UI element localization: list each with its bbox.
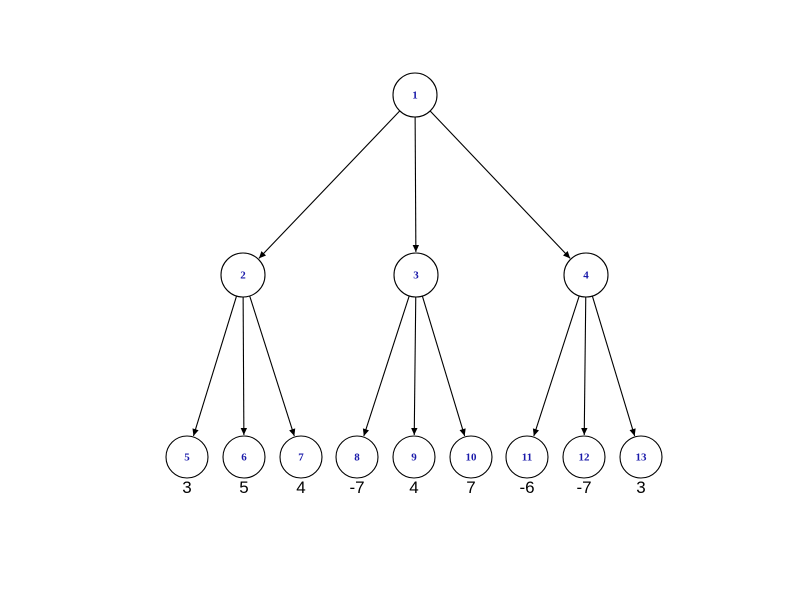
edge-line: [242, 296, 245, 436]
node-label: 2: [240, 270, 246, 282]
tree-edge: [192, 295, 238, 437]
tree-node-5[interactable]: 5: [165, 435, 209, 479]
node-circle[interactable]: [619, 435, 663, 479]
node-circle[interactable]: [393, 252, 439, 298]
node-circle[interactable]: [505, 435, 549, 479]
tree-edge: [581, 296, 588, 436]
leaf-value-8: -7: [349, 478, 364, 497]
node-circle[interactable]: [165, 435, 209, 479]
leaf-value-6: 5: [239, 478, 248, 497]
edge-arrowhead-icon: [258, 251, 267, 259]
node-label: 9: [411, 452, 417, 464]
node-circle[interactable]: [220, 252, 266, 298]
tree-edge: [362, 295, 410, 437]
leaf-value-12: -7: [576, 478, 591, 497]
leaf-value-7: 4: [296, 478, 305, 497]
edge-arrowhead-icon: [563, 251, 571, 259]
node-circle[interactable]: [392, 72, 438, 118]
edge-line: [591, 295, 636, 437]
leaf-value-13: 3: [636, 478, 645, 497]
tree-node-7[interactable]: 7: [279, 435, 323, 479]
tree-edge: [591, 295, 636, 437]
tree-node-10[interactable]: 10: [449, 435, 493, 479]
node-label: 6: [241, 452, 247, 464]
node-label: 13: [636, 452, 648, 464]
node-label: 8: [354, 452, 360, 464]
tree-edge: [429, 110, 571, 259]
leaf-values-layer: 3 5 4 -7 4 7 -6 -7 3: [182, 478, 645, 497]
edge-arrowhead-icon: [240, 427, 248, 436]
edge-line: [192, 295, 238, 437]
edge-line: [429, 110, 571, 259]
edge-arrowhead-icon: [362, 428, 369, 437]
edge-line: [413, 296, 417, 436]
edges-layer: [192, 110, 636, 437]
tree-edge: [421, 295, 466, 437]
leaf-value-10: 7: [466, 478, 475, 497]
edge-arrowhead-icon: [412, 244, 420, 253]
node-circle[interactable]: [449, 435, 493, 479]
edge-line: [363, 295, 410, 437]
edge-arrowhead-icon: [289, 428, 296, 437]
edge-arrowhead-icon: [629, 428, 636, 436]
edge-line: [533, 295, 580, 437]
tree-node-11[interactable]: 11: [505, 435, 549, 479]
tree-node-8[interactable]: 8: [335, 435, 379, 479]
node-label: 5: [184, 452, 190, 464]
tree-edge: [249, 295, 296, 437]
edge-line: [421, 295, 466, 437]
tree-edge: [532, 295, 580, 437]
edge-line: [249, 295, 295, 437]
edge-line: [583, 296, 587, 436]
edge-arrowhead-icon: [459, 428, 466, 436]
node-label: 10: [466, 452, 478, 464]
node-label: 12: [579, 452, 591, 464]
leaf-value-9: 4: [409, 478, 418, 497]
tree-node-12[interactable]: 12: [562, 435, 606, 479]
node-circle[interactable]: [562, 435, 606, 479]
tree-node-3[interactable]: 3: [393, 252, 439, 298]
node-label: 11: [522, 452, 532, 464]
tree-node-1[interactable]: 1: [392, 72, 438, 118]
node-circle[interactable]: [279, 435, 323, 479]
tree-edge: [411, 296, 418, 436]
edge-arrowhead-icon: [411, 427, 418, 436]
edge-arrowhead-icon: [581, 427, 588, 436]
node-circle[interactable]: [222, 435, 266, 479]
edge-arrowhead-icon: [192, 428, 199, 436]
node-circle[interactable]: [392, 435, 436, 479]
edge-arrowhead-icon: [532, 428, 539, 437]
node-circle[interactable]: [563, 252, 609, 298]
tree-edge: [412, 116, 420, 253]
tree-node-9[interactable]: 9: [392, 435, 436, 479]
tree-node-4[interactable]: 4: [563, 252, 609, 298]
node-label: 4: [583, 270, 589, 282]
node-label: 7: [298, 452, 304, 464]
node-circle[interactable]: [335, 435, 379, 479]
leaf-value-5: 3: [182, 478, 191, 497]
tree-node-2[interactable]: 2: [220, 252, 266, 298]
tree-edge: [258, 110, 401, 259]
tree-node-6[interactable]: 6: [222, 435, 266, 479]
edge-line: [258, 110, 401, 259]
leaf-value-11: -6: [519, 478, 534, 497]
tree-node-13[interactable]: 13: [619, 435, 663, 479]
node-label: 3: [413, 270, 419, 282]
edge-line: [414, 116, 417, 253]
node-label: 1: [412, 90, 418, 102]
tree-edge: [240, 296, 248, 436]
